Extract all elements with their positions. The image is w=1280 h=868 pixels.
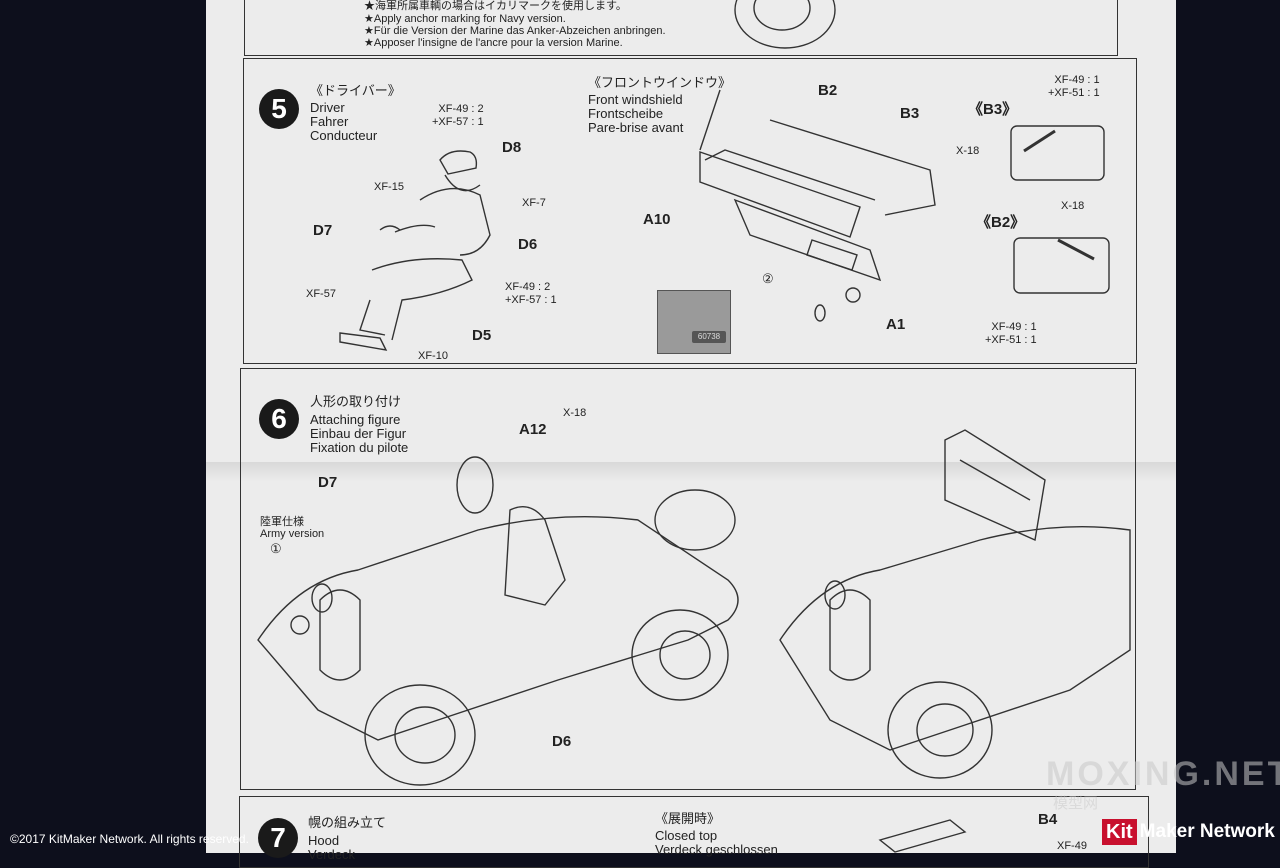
step4-box <box>244 0 1118 56</box>
watermark: MOXING.NET <box>1046 755 1280 793</box>
ref-1: ① <box>270 541 282 556</box>
b2-detail-title: 《B2》 <box>976 214 1026 231</box>
step6-title-fr: Fixation du pilote <box>310 440 409 455</box>
b3-detail-title: 《B3》 <box>968 101 1018 118</box>
paint-x18-a12: X-18 <box>563 407 587 419</box>
paint-x18-b3: X-18 <box>956 145 980 157</box>
paint-xf57: XF-57 <box>306 288 336 300</box>
step5-box <box>243 58 1137 364</box>
part-a12: A12 <box>519 421 547 438</box>
step6-title-jp: 人形の取り付け <box>310 394 402 409</box>
windshield-title-de: Frontscheibe <box>588 106 664 121</box>
logo-kit: Kit <box>1102 819 1137 845</box>
navy-note-en: ★Apply anchor marking for Navy version. <box>364 13 566 25</box>
army-jp: 陸軍仕様 <box>260 516 304 528</box>
paint-xf7: XF-7 <box>522 197 546 209</box>
driver-title-en: Driver <box>310 100 345 115</box>
part-b4: B4 <box>1038 811 1058 828</box>
step6-title-en: Attaching figure <box>310 412 401 427</box>
step7-number: 7 <box>258 818 298 858</box>
part-d6-step6: D6 <box>552 733 572 750</box>
navy-note-fr: ★Apposer l'insigne de l'ancre pour la ve… <box>364 37 623 49</box>
paper-fold <box>206 462 1176 482</box>
copyright-text: ©2017 KitMaker Network. All rights reser… <box>10 832 249 846</box>
army-en: Army version <box>260 528 325 540</box>
decal-plate: 60738 <box>657 290 731 354</box>
logo-rest: Maker Network <box>1139 821 1275 842</box>
instruction-sheet <box>206 0 1176 853</box>
windshield-title-fr: Pare-brise avant <box>588 120 684 135</box>
paint-head: XF-49 : 2 +XF-57 : 1 <box>432 103 484 128</box>
paint-xf15: XF-15 <box>374 181 404 193</box>
kitmaker-logo: Kit Maker Network <box>1102 818 1275 846</box>
windshield-title-en: Front windshield <box>588 92 683 107</box>
decal-code: 60738 <box>692 331 726 343</box>
navy-note-de: ★Für die Version der Marine das Anker-Ab… <box>364 25 666 37</box>
step6-box <box>240 368 1136 790</box>
part-b2: B2 <box>818 82 838 99</box>
closed-top-jp: 《展開時》 <box>655 811 721 826</box>
part-a1: A1 <box>886 316 906 333</box>
paint-x18-b2: X-18 <box>1061 200 1085 212</box>
paint-legs: XF-49 : 2 +XF-57 : 1 <box>505 281 557 306</box>
navy-note-jp: ★海軍所属車輌の場合はイカリマークを使用します。 <box>364 0 627 12</box>
ref-2: ② <box>762 271 774 286</box>
step5-number: 5 <box>259 89 299 129</box>
paint-xf49: XF-49 <box>1057 840 1087 852</box>
step7-title-en: Hood <box>308 833 340 848</box>
part-d7-step6: D7 <box>318 474 338 491</box>
paint-b3: XF-49 : 1 +XF-51 : 1 <box>1048 74 1100 99</box>
watermark-cn: 模型网 <box>1053 795 1099 812</box>
driver-title-fr: Conducteur <box>310 128 378 143</box>
part-d8: D8 <box>502 139 522 156</box>
part-d5: D5 <box>472 327 492 344</box>
closed-top-en: Closed top <box>655 828 718 843</box>
step6-number: 6 <box>259 399 299 439</box>
driver-title-jp: 《ドライバー》 <box>310 83 401 98</box>
paint-xf10: XF-10 <box>418 350 448 362</box>
driver-title-de: Fahrer <box>310 114 349 129</box>
part-d7: D7 <box>313 222 333 239</box>
windshield-title-jp: 《フロントウインドウ》 <box>588 75 732 90</box>
part-a10: A10 <box>643 211 671 228</box>
paint-b2: XF-49 : 1 +XF-51 : 1 <box>985 321 1037 346</box>
step7-title-jp: 幌の組み立て <box>308 815 387 830</box>
step6-title-de: Einbau der Figur <box>310 426 407 441</box>
part-b3: B3 <box>900 105 920 122</box>
part-d6: D6 <box>518 236 538 253</box>
